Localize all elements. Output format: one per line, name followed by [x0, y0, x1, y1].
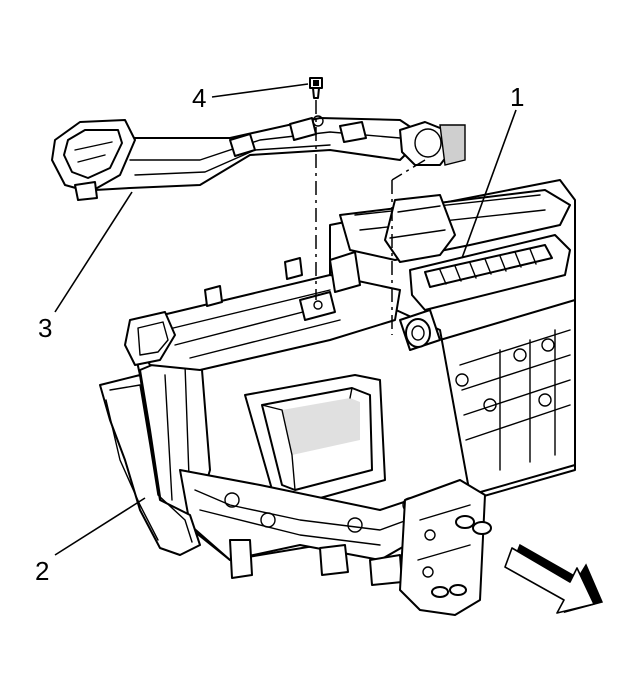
- front-direction-arrow-icon: [504, 543, 604, 614]
- hvac-module-housing: [129, 179, 576, 616]
- callout-leaders: [54, 83, 517, 556]
- callout-4: 4: [192, 83, 206, 113]
- callout-1: 1: [510, 82, 524, 112]
- alignment-centerlines: [315, 100, 426, 335]
- part-4-screw: [309, 77, 323, 99]
- callout-2: 2: [35, 556, 49, 586]
- part-1-defroster-outlet: [384, 194, 571, 351]
- upper-duct-plate: [129, 251, 401, 371]
- callout-3: 3: [38, 313, 52, 343]
- part-2-side-duct: [99, 311, 201, 556]
- part-3-upper-duct: [51, 115, 466, 201]
